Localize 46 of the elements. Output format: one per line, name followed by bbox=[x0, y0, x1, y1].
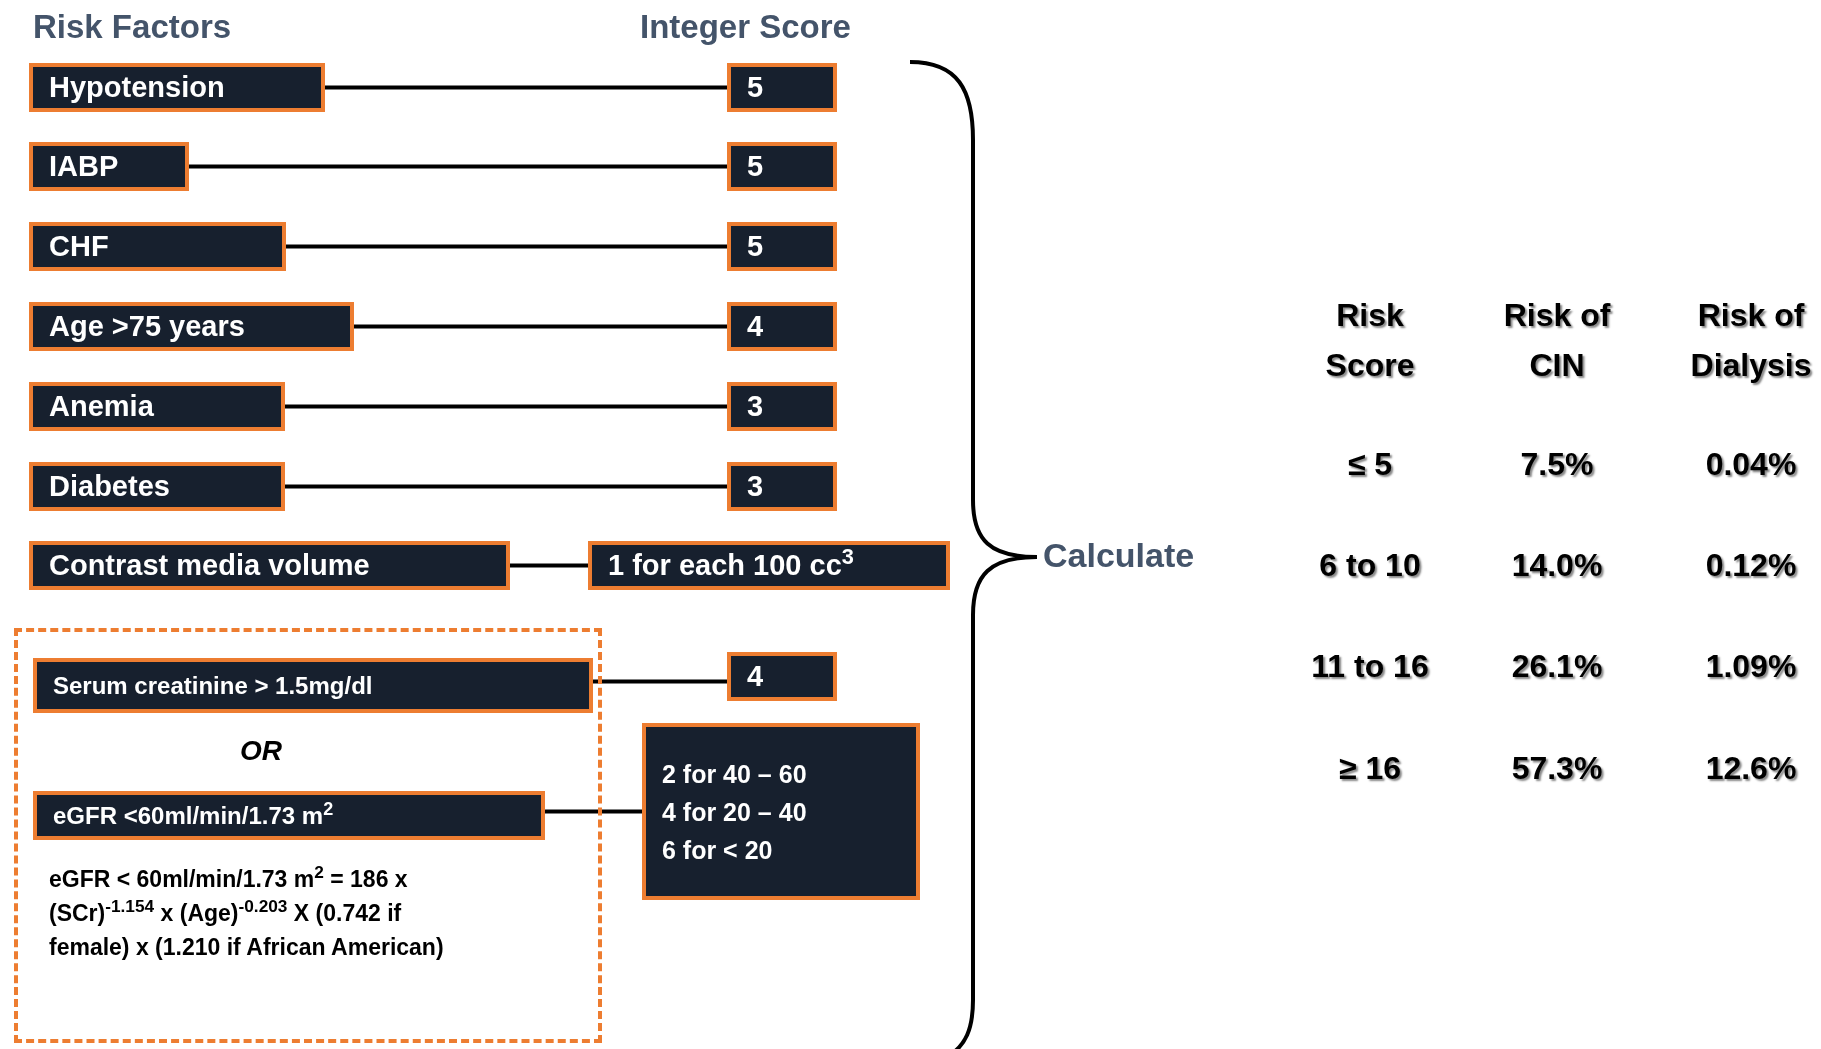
table-cell-text: 11 to 16 bbox=[1310, 647, 1430, 686]
risk-factor-box: Anemia bbox=[29, 382, 285, 431]
column-heading: Risk Factors bbox=[33, 7, 232, 47]
risk-factor-box: Age >75 years bbox=[29, 302, 354, 351]
risk-factor-box: eGFR <60ml/min/1.73 m$^{2}$ bbox=[33, 791, 545, 840]
column-heading: Integer Score bbox=[640, 7, 851, 47]
score-box: 3 bbox=[727, 382, 837, 431]
risk-factor-box: Contrast media volume bbox=[29, 541, 510, 590]
risk-factor-box: Hypotension bbox=[29, 63, 325, 112]
table-header: Risk of CIN bbox=[1502, 296, 1612, 385]
risk-factor-box: Serum creatinine > 1.5mg/dl bbox=[33, 658, 593, 713]
table-cell-text: 12.6% bbox=[1704, 749, 1798, 788]
risk-factor-box: Diabetes bbox=[29, 462, 285, 511]
score-box: 2 for 40 – 60 4 for 20 – 40 6 for < 20 bbox=[642, 723, 920, 900]
table-cell-text: 0.12% bbox=[1704, 546, 1798, 585]
formula-text: eGFR < 60ml/min/1.73 m$^{2}$ = 186 x (SCr)$^{-1.154}$ x (Age)$^{-0.203}$ X (0.742 if female) x (1.210 if African American) bbox=[49, 862, 445, 962]
table-cell-text: 7.5% bbox=[1519, 445, 1595, 484]
table-cell-text: ≤ 5 bbox=[1346, 445, 1394, 484]
table-cell-text: 1.09% bbox=[1704, 647, 1798, 686]
connector-line bbox=[285, 404, 727, 409]
table-header: Risk of Dialysis bbox=[1689, 296, 1813, 385]
connector-line bbox=[286, 244, 727, 249]
table-cell-text: 26.1% bbox=[1510, 647, 1604, 686]
connector-line bbox=[354, 324, 727, 329]
table-header: Risk Score bbox=[1324, 296, 1416, 385]
score-box: 5 bbox=[727, 222, 837, 271]
score-box: 5 bbox=[727, 142, 837, 191]
score-box: 4 bbox=[727, 302, 837, 351]
score-box: 4 bbox=[727, 652, 837, 701]
table-cell-text: 14.0% bbox=[1510, 546, 1604, 585]
score-box: 1 for each 100 cc$^{3}$ bbox=[588, 541, 950, 590]
connector-line bbox=[510, 563, 588, 568]
risk-factor-box: CHF bbox=[29, 222, 286, 271]
dashed-group-box bbox=[14, 628, 602, 1043]
connector-line bbox=[325, 85, 727, 90]
score-box: 3 bbox=[727, 462, 837, 511]
table-cell-text: 0.04% bbox=[1704, 445, 1798, 484]
or-text: OR bbox=[240, 734, 282, 768]
table-cell-text: 6 to 10 bbox=[1318, 546, 1422, 585]
connector-line bbox=[189, 164, 727, 169]
connector-line bbox=[285, 484, 727, 489]
calculate-label: Calculate bbox=[1043, 535, 1195, 576]
table-cell-text: ≥ 16 bbox=[1337, 749, 1402, 788]
score-box: 5 bbox=[727, 63, 837, 112]
table-cell-text: 57.3% bbox=[1510, 749, 1604, 788]
risk-factor-box: IABP bbox=[29, 142, 189, 191]
